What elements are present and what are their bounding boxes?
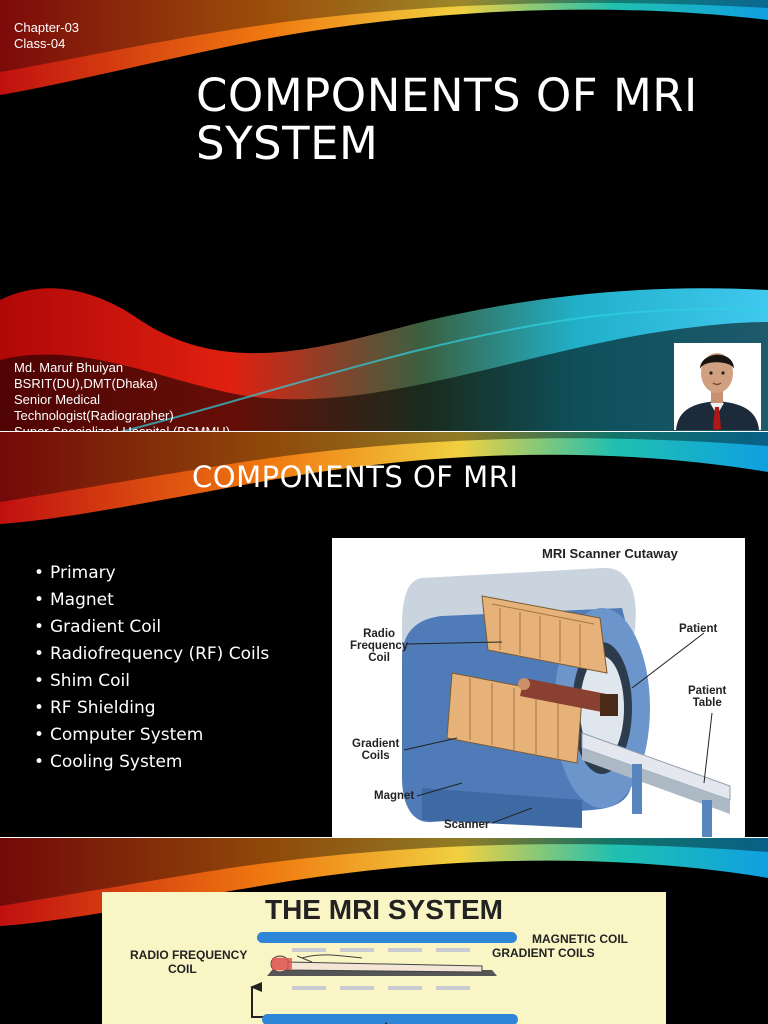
class-label: Class-04 [14,36,79,52]
label-patient: Patient [679,623,717,635]
label-rf-coil: Radio Frequency Coil [350,628,408,664]
author-info: Md. Maruf Bhuiyan BSRIT(DU),DMT(Dhaka) S… [14,360,274,432]
label-gradient-coils: Gradient Coils [352,738,399,762]
list-item: RF Shielding [34,695,269,722]
mri-cutaway-figure: MRI Scanner Cutaway Radio Frequency Coil… [332,538,745,838]
figure-title: MRI Scanner Cutaway [542,546,678,561]
label-magnetic-coil: MAGNETIC COIL [532,932,628,946]
label-gradient-coils: GRADIENT COILS [492,946,595,960]
author-role-1: Senior Medical [14,392,274,408]
author-degree: BSRIT(DU),DMT(Dhaka) [14,376,274,392]
list-item: Cooling System [34,749,269,776]
list-item: Computer System [34,722,269,749]
slide-title: COMPONENTS OF MRI SYSTEM [196,72,756,168]
label-patient-table: Patient Table [688,685,726,709]
author-role-2: Technologist(Radiographer) [14,408,274,424]
components-slide: COMPONENTS OF MRI Primary Magnet Gradien… [0,432,768,838]
slide-title: COMPONENTS OF MRI [192,460,518,494]
author-name: Md. Maruf Bhuiyan [14,360,274,376]
title-line-2: SYSTEM [196,120,756,168]
title-line-1: COMPONENTS OF MRI [196,72,756,120]
list-item: Shim Coil [34,668,269,695]
list-item: Magnet [34,587,269,614]
list-item: Primary [34,560,269,587]
list-item: Radiofrequency (RF) Coils [34,641,269,668]
mri-system-diagram: THE MRI SYSTEM RADIO FREQUENCY [102,892,666,1024]
label-rf-coil: RADIO FREQUENCY COIL [130,948,247,976]
author-photo [674,343,761,430]
title-slide: Chapter-03 Class-04 COMPONENTS OF MRI SY… [0,0,768,432]
chapter-class-label: Chapter-03 Class-04 [14,20,79,52]
list-item: Gradient Coil [34,614,269,641]
chapter-label: Chapter-03 [14,20,79,36]
label-scanner: Scanner [444,819,489,831]
label-magnet: Magnet [374,790,414,802]
mri-system-slide: THE MRI SYSTEM RADIO FREQUENCY [0,838,768,1024]
components-list: Primary Magnet Gradient Coil Radiofreque… [34,560,269,776]
